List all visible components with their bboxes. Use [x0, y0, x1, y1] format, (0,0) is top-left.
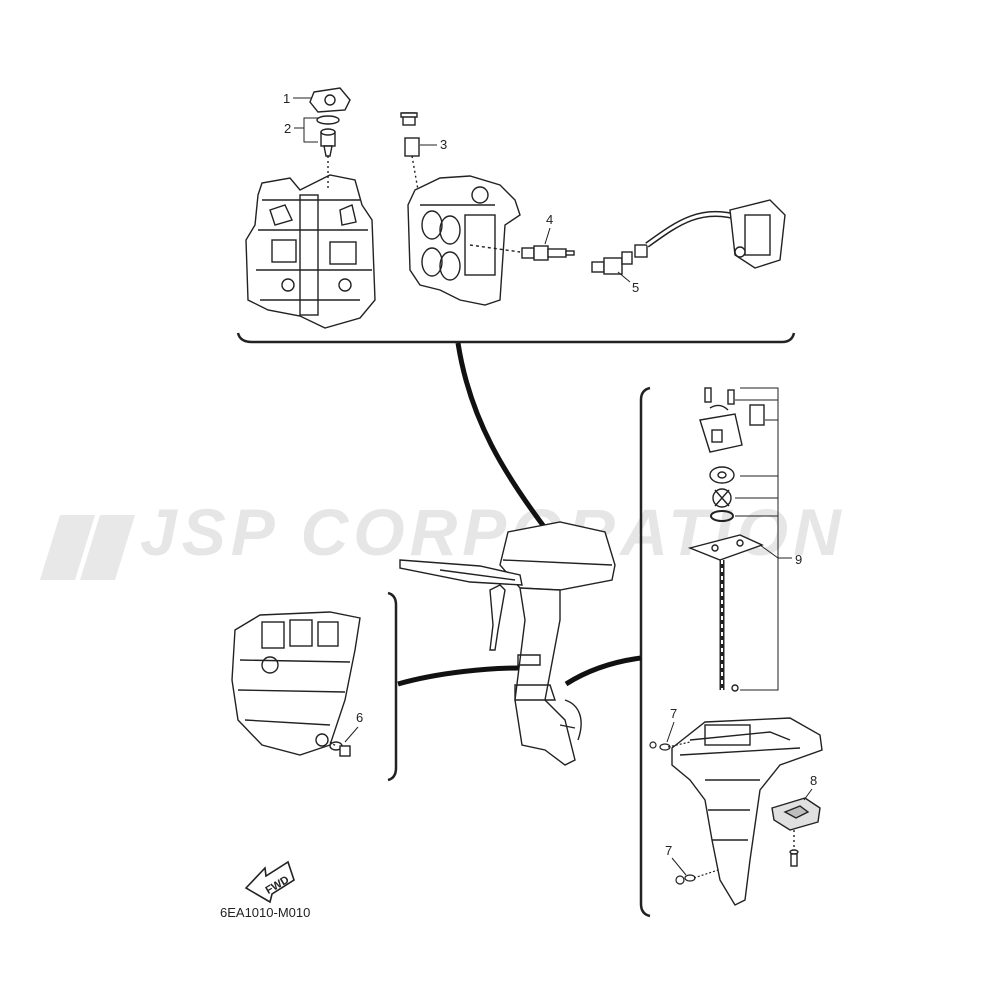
- fuel-connector: [591, 210, 741, 275]
- left-group-bracket: [387, 591, 398, 782]
- lower-casing: [231, 611, 361, 756]
- fuel-pump: [729, 199, 786, 269]
- connector-left: [397, 665, 521, 687]
- callout-3: 3: [440, 137, 447, 152]
- spark-plug: [469, 244, 575, 261]
- cylinder-head: [407, 175, 521, 306]
- fwd-arrow-icon: FWD: [244, 860, 295, 904]
- cylinder-block: [245, 174, 376, 329]
- thermostat-cover: [309, 87, 351, 113]
- callout-5: 5: [632, 280, 639, 295]
- watermark-text: JSP CORPORATION: [140, 495, 846, 569]
- screw-upper: [649, 741, 691, 751]
- water-pump-kit: [687, 387, 765, 692]
- callout-9: 9: [795, 552, 802, 567]
- callout-8: 8: [810, 773, 817, 788]
- screw-lower: [675, 869, 719, 885]
- watermark-logo-icon: [40, 515, 135, 580]
- callout-1: 2: [284, 121, 291, 136]
- top-group-bracket: [236, 332, 796, 344]
- anode: [771, 797, 821, 867]
- callout-7-upper: 7: [670, 706, 677, 721]
- callout-2: 1: [283, 91, 290, 106]
- callout-7-lower: 7: [665, 843, 672, 858]
- lower-unit: [671, 717, 823, 906]
- diagram-code: 6EA1010-M010: [220, 905, 310, 920]
- callout-9-bracket: [735, 387, 779, 691]
- connector-top: [455, 342, 550, 534]
- temperature-sender: [400, 112, 420, 191]
- connector-right: [564, 655, 642, 687]
- drain-bolt: [329, 741, 351, 757]
- callout-4: 4: [546, 212, 553, 227]
- callout-6: 6: [356, 710, 363, 725]
- thermostat: [316, 115, 340, 190]
- right-group-bracket: [639, 386, 651, 918]
- outboard-motor: [399, 521, 616, 766]
